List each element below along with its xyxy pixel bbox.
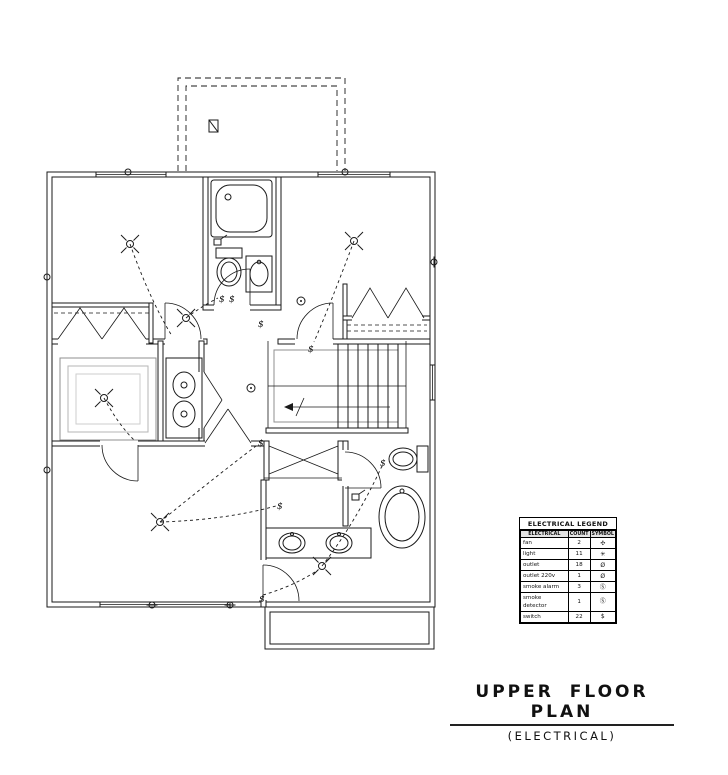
legend-row: smoke alarm 3 Ⓢ bbox=[520, 581, 616, 593]
bathtub-oval bbox=[378, 485, 426, 549]
legend-row: switch 22 $ bbox=[520, 610, 616, 623]
window-top-right bbox=[317, 171, 391, 178]
sheet-title-block: UPPER FLOOR PLAN (ELECTRICAL) bbox=[450, 682, 674, 743]
legend-row: fan 2 ✣ bbox=[520, 537, 616, 549]
legend-header-name: ELECTRICAL bbox=[520, 530, 569, 538]
legend-item-name: switch bbox=[520, 610, 569, 623]
smoke-alarm-icon: Ⓢ bbox=[589, 581, 616, 593]
smoke-detectors bbox=[246, 296, 306, 393]
ceiling-lights bbox=[94, 231, 364, 576]
switch-icon: $ bbox=[308, 345, 314, 355]
fixture-marker-top bbox=[213, 234, 228, 246]
legend-row: outlet 220v 1 Ø bbox=[520, 570, 616, 582]
bathtub-top bbox=[210, 179, 273, 238]
interior-walls bbox=[51, 176, 431, 608]
legend-item-name: fan bbox=[520, 537, 569, 549]
switch-icon: $ bbox=[258, 439, 264, 449]
door-bedroom-right bbox=[296, 302, 334, 340]
legend-item-count: 1 bbox=[567, 570, 591, 582]
legend-header-symbol: SYMBOL bbox=[589, 530, 616, 538]
switch-icon: $ bbox=[258, 320, 264, 330]
door-bath-top bbox=[213, 268, 251, 306]
legend-item-name: smoke detector bbox=[520, 592, 569, 612]
closet-right bbox=[347, 287, 427, 332]
door-bath-bottom bbox=[344, 451, 382, 489]
legend-row: smoke detector 1 Ⓢ bbox=[520, 592, 616, 612]
window-bottom bbox=[99, 601, 231, 608]
legend-header-row: ELECTRICAL COUNT SYMBOL bbox=[520, 530, 616, 538]
switch-icon: $ bbox=[229, 295, 235, 305]
switch-icon: $ bbox=[259, 595, 265, 605]
smoke-detector-icon: Ⓢ bbox=[589, 592, 616, 612]
switch-icon: $ bbox=[380, 459, 386, 469]
closet-left bbox=[54, 307, 149, 340]
toilet-bottom bbox=[388, 445, 429, 473]
legend-item-name: light bbox=[520, 548, 569, 560]
legend-row: outlet 18 Ø bbox=[520, 559, 616, 571]
smoke-detector-icon bbox=[246, 383, 256, 393]
window-right bbox=[429, 364, 436, 401]
flue-marker bbox=[208, 119, 219, 133]
outlet-icon bbox=[430, 256, 438, 268]
toilet-top bbox=[215, 247, 243, 287]
light-icon: ✳ bbox=[589, 548, 616, 560]
sheet-title: UPPER FLOOR PLAN bbox=[450, 682, 674, 726]
roof-dashed-outline bbox=[177, 77, 346, 171]
legend-row: light 11 ✳ bbox=[520, 548, 616, 560]
legend-title: ELECTRICAL LEGEND bbox=[520, 518, 616, 530]
electrical-legend: ELECTRICAL LEGEND ELECTRICAL COUNT SYMBO… bbox=[519, 517, 617, 624]
legend-item-count: 11 bbox=[567, 548, 591, 560]
sheet-subtitle: (ELECTRICAL) bbox=[507, 729, 617, 743]
legend-item-count: 22 bbox=[567, 610, 591, 623]
switch-icon: $ bbox=[277, 502, 283, 512]
linen-closet bbox=[268, 445, 339, 475]
fixture-marker-bottom bbox=[351, 489, 366, 501]
legend-item-count: 1 bbox=[567, 592, 591, 612]
door-corridor-bottom bbox=[262, 564, 300, 602]
door-storage-room bbox=[101, 444, 139, 482]
legend-table: ELECTRICAL COUNT SYMBOL fan 2 ✣ light 11… bbox=[520, 530, 616, 623]
legend-item-count: 3 bbox=[567, 581, 591, 593]
legend-item-name: outlet bbox=[520, 559, 569, 571]
outlet-icon: Ø bbox=[589, 559, 616, 571]
double-door-hall bbox=[204, 408, 252, 444]
legend-item-count: 2 bbox=[567, 537, 591, 549]
laundry-units bbox=[165, 357, 203, 439]
legend-header-count: COUNT bbox=[567, 530, 591, 538]
double-vanity bbox=[265, 527, 372, 559]
switch-wiring bbox=[103, 240, 383, 596]
outlet-icon bbox=[43, 271, 51, 283]
fan-icon: ✣ bbox=[589, 537, 616, 549]
stairs bbox=[268, 344, 406, 428]
legend-item-name: smoke alarm bbox=[520, 581, 569, 593]
legend-item-name: outlet 220v bbox=[520, 570, 569, 582]
double-door-laundry bbox=[203, 371, 223, 429]
stair-direction-arrow bbox=[284, 397, 390, 417]
doors bbox=[101, 268, 382, 602]
switches: $ $ $ $ $ $ $ $ bbox=[219, 295, 386, 605]
legend-item-count: 18 bbox=[567, 559, 591, 571]
switch-icon: $ bbox=[589, 610, 616, 623]
lower-landing bbox=[264, 606, 435, 650]
outlet-icon bbox=[43, 464, 51, 476]
storage-nook bbox=[59, 357, 157, 441]
smoke-detector-icon bbox=[296, 296, 306, 306]
switch-icon: $ bbox=[219, 295, 225, 305]
outlet-220v-icon: Ø bbox=[589, 570, 616, 582]
